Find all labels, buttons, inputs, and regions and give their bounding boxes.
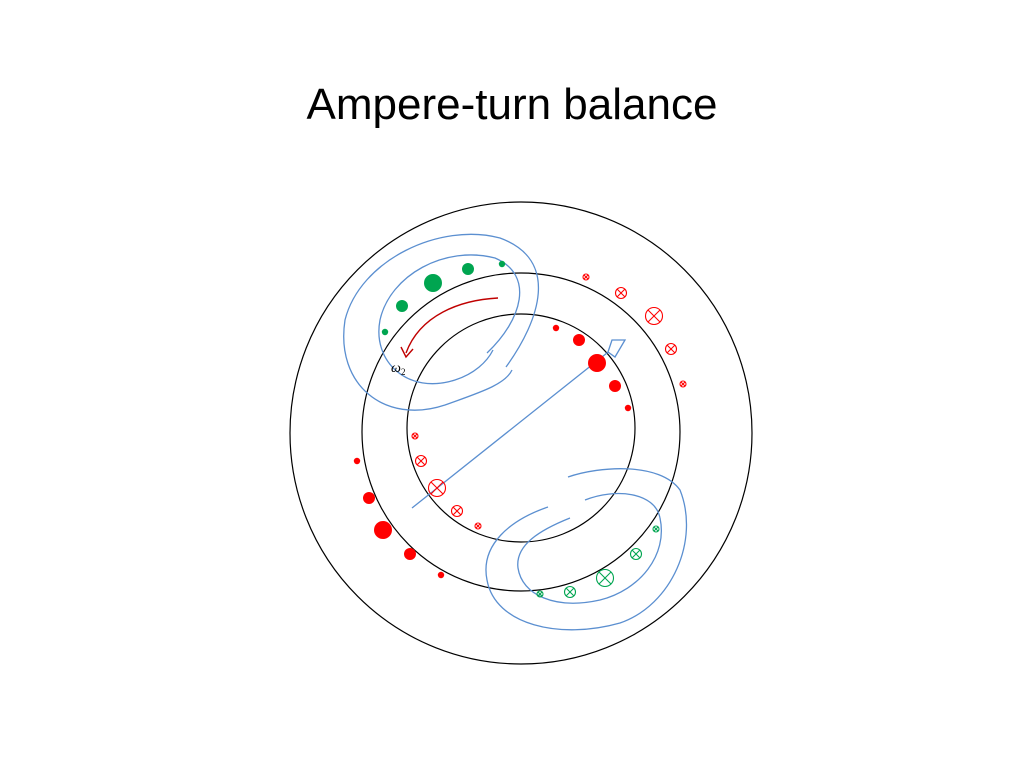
rotation-label-subscript: 2 (401, 367, 406, 377)
current-into-page-icon (629, 547, 643, 561)
current-out-of-page-icon (396, 300, 408, 312)
current-out-of-page-icon (552, 324, 560, 332)
current-into-page-icon (679, 380, 687, 388)
stator-current-dots-left (353, 457, 445, 579)
current-out-of-page-icon (353, 457, 361, 465)
current-out-of-page-icon (624, 404, 632, 412)
current-into-page-icon (595, 568, 615, 588)
current-out-of-page-icon (573, 334, 585, 346)
slide-title: Ampere-turn balance (306, 80, 718, 129)
current-out-of-page-icon (363, 492, 375, 504)
current-out-of-page-icon (609, 380, 621, 392)
flux-loop-upper-left (343, 233, 539, 411)
current-into-page-icon (582, 273, 590, 281)
stator-current-crosses-right (582, 273, 687, 388)
current-out-of-page-icon (424, 274, 442, 292)
stator-current-crosses-left (411, 432, 482, 530)
current-out-of-page-icon (374, 521, 392, 539)
current-out-of-page-icon (498, 260, 506, 268)
current-into-page-icon (644, 306, 664, 326)
rotation-label: ω (391, 361, 401, 376)
inner-rotor-circle (406, 313, 636, 543)
flux-axis (411, 339, 627, 509)
current-out-of-page-icon (588, 354, 606, 372)
current-into-page-icon (614, 286, 628, 300)
current-out-of-page-icon (462, 263, 474, 275)
current-into-page-icon (414, 454, 428, 468)
current-into-page-icon (450, 504, 464, 518)
current-out-of-page-icon (404, 548, 416, 560)
flux-loop-lower-right (485, 468, 688, 631)
current-into-page-icon (427, 478, 447, 498)
rotation-arrow (400, 297, 499, 359)
stator-current-dots-right (552, 324, 632, 412)
current-into-page-icon (652, 525, 660, 533)
airgap-circle (361, 272, 681, 592)
rotor-current-crosses (536, 525, 660, 599)
current-into-page-icon (474, 522, 482, 530)
current-into-page-icon (563, 585, 577, 599)
current-into-page-icon (536, 590, 544, 598)
current-into-page-icon (664, 342, 678, 356)
current-out-of-page-icon (437, 571, 445, 579)
current-into-page-icon (411, 432, 419, 440)
current-out-of-page-icon (381, 328, 389, 336)
outer-stator-circle (289, 201, 753, 665)
rotor-current-dots (381, 260, 506, 336)
